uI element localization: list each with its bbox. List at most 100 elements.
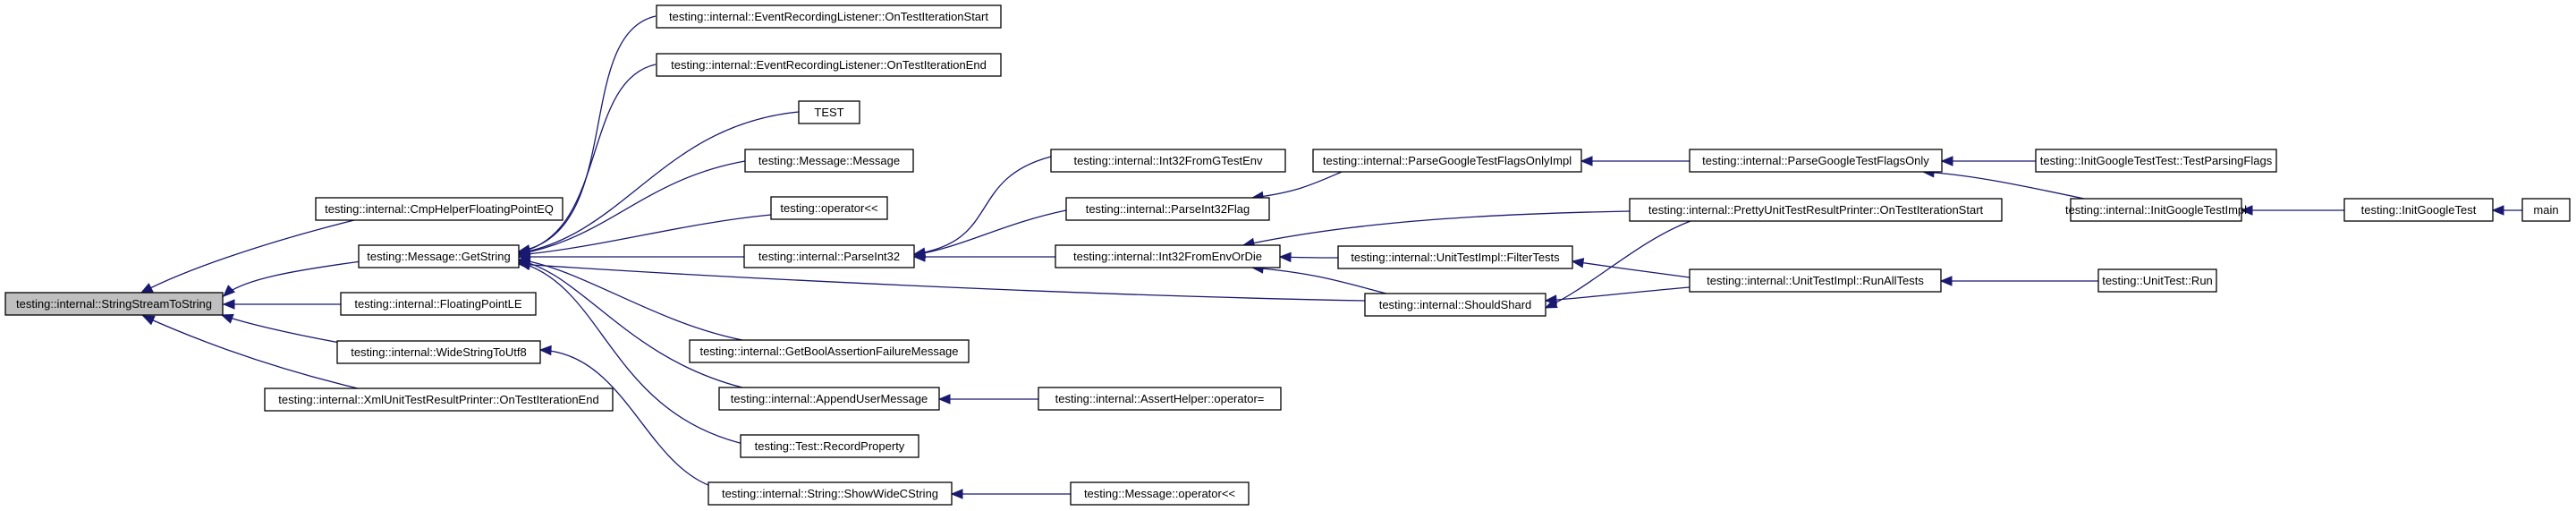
graph-node[interactable]: testing::internal::ParseInt32Flag — [1065, 197, 1270, 221]
graph-node[interactable]: testing::operator<< — [770, 196, 888, 220]
graph-node[interactable]: testing::internal::InitGoogleTestImpl — [2065, 198, 2247, 222]
node-box — [1312, 149, 1582, 173]
node-label: testing::internal::CmpHelperFloatingPoin… — [325, 202, 554, 216]
node-box — [2097, 268, 2217, 293]
graph-node[interactable]: testing::Test::RecordProperty — [740, 434, 919, 458]
node-box — [770, 196, 888, 220]
node-label: testing::internal::AppendUserMessage — [731, 392, 928, 405]
node-box — [1065, 197, 1270, 221]
node-label: testing::internal::InitGoogleTestImpl — [2065, 203, 2247, 217]
node-box — [1337, 245, 1573, 269]
call-edge-n23-to-n18 — [1251, 267, 1387, 294]
graph-node[interactable]: testing::internal::GetBoolAssertionFailu… — [689, 339, 970, 363]
graph-node[interactable]: testing::internal::ParseGoogleTestFlagsO… — [1312, 149, 1582, 173]
call-edge-n14-to-n2 — [518, 261, 761, 448]
node-label: testing::internal::ParseGoogleTestFlagsO… — [1323, 154, 1572, 167]
call-edge-n2-to-n0 — [223, 260, 362, 297]
node-label: testing::internal::EventRecordingListene… — [669, 10, 988, 23]
arrowhead-n29-to-n26 — [1939, 276, 1953, 286]
graph-node[interactable]: testing::internal::AssertHelper::operato… — [1038, 387, 1282, 411]
graph-node[interactable]: testing::internal::AppendUserMessage — [718, 387, 940, 411]
graph-node[interactable]: testing::internal::XmlUnitTestResultPrin… — [264, 388, 614, 412]
call-edge-n6-to-n2 — [518, 15, 657, 252]
node-box — [2343, 198, 2494, 222]
node-box — [1038, 387, 1282, 411]
node-label: testing::internal::UnitTestImpl::FilterT… — [1351, 251, 1560, 264]
arrowhead-n25-to-n23 — [1544, 298, 1558, 309]
node-label: testing::internal::Int32FromGTestEnv — [1074, 154, 1263, 167]
arrowhead-n31-to-n30 — [2491, 205, 2504, 216]
node-box — [1070, 481, 1250, 506]
arrowhead-n27-to-n24 — [1940, 156, 1953, 166]
node-box — [1629, 198, 2003, 222]
call-edge-n8-to-n2 — [518, 111, 800, 254]
graph-node[interactable]: testing::internal::EventRecordingListene… — [656, 4, 1002, 29]
graph-node[interactable]: testing::Message::GetString — [358, 244, 520, 268]
graph-node[interactable]: testing::internal::Int32FromEnvOrDie — [1055, 244, 1281, 268]
node-label: testing::internal::PrettyUnitTestResultP… — [1648, 203, 1984, 217]
node-box — [708, 481, 953, 506]
graph-node[interactable]: testing::internal::ParseGoogleTestFlagsO… — [1689, 149, 1943, 173]
node-box — [1689, 149, 1943, 173]
node-label: testing::internal::FloatingPointLE — [354, 297, 521, 311]
node-label: testing::Message::GetString — [367, 250, 510, 263]
node-label: testing::InitGoogleTest — [2361, 203, 2477, 217]
call-edge-n12-to-n2 — [518, 259, 743, 341]
graph-node[interactable]: testing::Message::operator<< — [1070, 481, 1250, 506]
arrowhead-n4-to-n0 — [220, 313, 234, 324]
node-box — [264, 388, 614, 412]
graph-node[interactable]: testing::Message::Message — [744, 149, 914, 173]
node-label: testing::Message::operator<< — [1084, 487, 1235, 500]
arrowhead-n30-to-n28 — [2240, 205, 2253, 216]
graph-node[interactable]: testing::InitGoogleTestTest::TestParsing… — [2035, 149, 2277, 173]
arrowhead-n5-to-n0 — [141, 315, 156, 326]
node-box — [718, 387, 940, 411]
call-edge-n9-to-n2 — [518, 160, 746, 255]
call-edge-n5-to-n0 — [142, 315, 359, 389]
graph-node[interactable]: testing::internal::UnitTestImpl::FilterT… — [1337, 245, 1573, 269]
graph-node[interactable]: testing::internal::String::ShowWideCStri… — [708, 481, 953, 506]
graph-node[interactable]: testing::internal::Int32FromGTestEnv — [1050, 149, 1286, 173]
graph-node[interactable]: testing::UnitTest::Run — [2097, 268, 2217, 293]
node-label: testing::Test::RecordProperty — [755, 439, 905, 453]
call-edge-n1-to-n0 — [140, 219, 355, 294]
node-label: testing::internal::UnitTestImpl::RunAllT… — [1707, 274, 1924, 287]
node-box — [656, 53, 1002, 77]
node-label: testing::internal::StringStreamToString — [16, 297, 212, 311]
call-edge-n21-to-n17 — [1251, 171, 1343, 199]
nodes-layer: testing::internal::StringStreamToStringt… — [4, 4, 2571, 506]
node-box — [358, 244, 520, 268]
arrowhead-n15-to-n4 — [538, 345, 552, 356]
node-label: testing::internal::ParseInt32 — [758, 250, 900, 263]
call-edge-n28-to-n24 — [1922, 171, 2085, 200]
graph-node[interactable]: testing::internal::PrettyUnitTestResultP… — [1629, 198, 2003, 222]
node-box — [743, 244, 915, 268]
graph-node[interactable]: testing::internal::UnitTestImpl::RunAllT… — [1689, 268, 1942, 293]
arrowhead-n3-to-n0 — [222, 299, 235, 310]
node-label: testing::internal::XmlUnitTestResultPrin… — [278, 393, 598, 406]
graph-node[interactable]: testing::internal::ParseInt32 — [743, 244, 915, 268]
graph-node[interactable]: testing::InitGoogleTest — [2343, 198, 2494, 222]
call-edge-n25-to-n18 — [1242, 210, 1631, 246]
graph-node[interactable]: testing::internal::CmpHelperFloatingPoin… — [315, 197, 564, 221]
node-box — [315, 197, 564, 221]
edges-layer — [140, 15, 2522, 499]
node-label: testing::internal::ParseInt32Flag — [1086, 202, 1250, 216]
node-label: testing::UnitTest::Run — [2102, 274, 2213, 287]
graph-node[interactable]: testing::internal::ShouldShard — [1364, 293, 1546, 317]
graph-node[interactable]: testing::internal::EventRecordingListene… — [656, 53, 1002, 77]
arrowhead-n19-to-n13 — [937, 394, 951, 405]
call-edge-n4-to-n0 — [221, 314, 341, 344]
call-edge-n7-to-n2 — [518, 64, 657, 253]
node-label: testing::internal::Int32FromEnvOrDie — [1073, 250, 1262, 263]
graph-node[interactable]: TEST — [798, 100, 860, 124]
call-edge-n17-to-n11 — [913, 209, 1067, 256]
call-edge-n16-to-n11 — [913, 156, 1052, 255]
node-box — [336, 340, 541, 364]
node-label: testing::internal::String::ShowWideCStri… — [722, 487, 938, 500]
graph-node[interactable]: main — [2521, 198, 2571, 222]
graph-node[interactable]: testing::internal::FloatingPointLE — [340, 292, 537, 316]
graph-node[interactable]: testing::internal::WideStringToUtf8 — [336, 340, 541, 364]
arrowhead-n18-to-n11 — [912, 251, 926, 262]
